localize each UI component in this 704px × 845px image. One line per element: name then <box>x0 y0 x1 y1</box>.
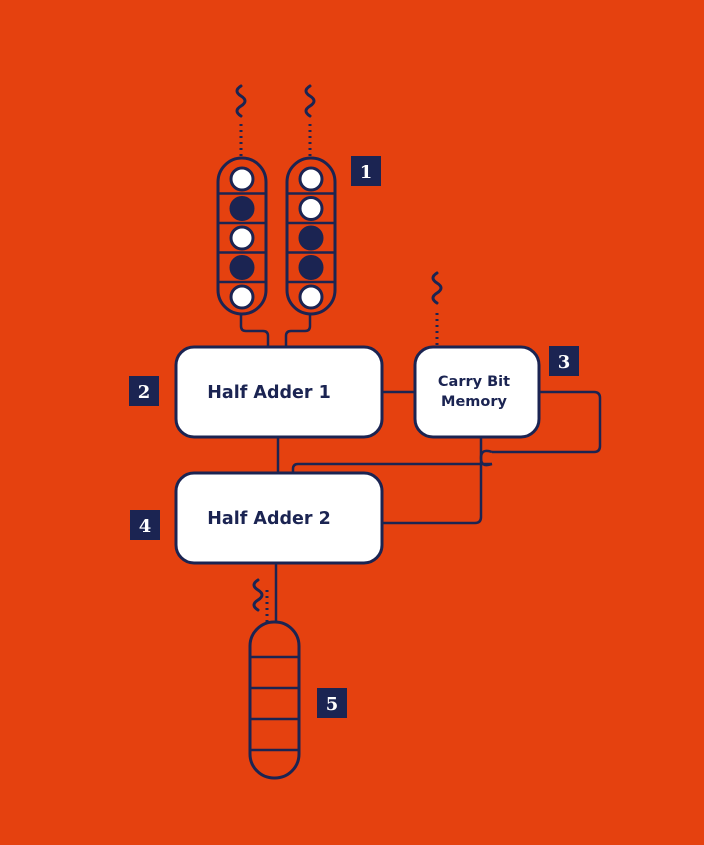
badge-2: 2 <box>129 376 159 406</box>
wire-input-a-to-ha1 <box>239 314 270 348</box>
connection-wires <box>239 314 602 624</box>
badge-4: 4 <box>130 510 160 540</box>
input-b-bit-5 <box>298 284 324 310</box>
input-a-squiggle-icon <box>235 84 247 118</box>
input-b-bit-4 <box>298 255 324 280</box>
input-b-register <box>285 156 337 316</box>
input-a-register <box>216 156 268 316</box>
input-b-bit-3 <box>298 225 324 251</box>
input-b-bit-2 <box>298 196 324 221</box>
wire-loop-to-ha2 <box>291 462 492 474</box>
carry-bit-memory-label-line2: Memory <box>441 394 507 410</box>
wire-carry-loop <box>492 390 602 454</box>
input-a-bit-1 <box>229 166 255 192</box>
stream-dotted-lines <box>239 124 439 622</box>
half-adder-2-block: Half Adder 2 <box>174 471 384 565</box>
input-b-bits <box>287 166 335 310</box>
input-a-bit-5 <box>229 284 255 310</box>
input-b-squiggle-icon <box>304 84 316 118</box>
badge-3-label: 3 <box>558 352 571 373</box>
half-adder-1-label: Half Adder 1 <box>207 383 331 403</box>
output-register <box>248 620 301 780</box>
output-cell-dividers <box>250 655 299 752</box>
carry-bit-memory-block: Carry Bit Memory <box>413 345 541 439</box>
wire-carry-to-ha2 <box>382 436 483 525</box>
input-a-bit-4 <box>229 255 255 280</box>
input-a-bit-2 <box>229 196 255 221</box>
carry-squiggle-icon <box>431 271 443 305</box>
half-adder-1-block: Half Adder 1 <box>174 345 384 439</box>
badge-5-label: 5 <box>326 694 339 715</box>
input-a-bit-3 <box>229 225 255 251</box>
output-squiggle-icon <box>252 578 264 612</box>
wire-input-b-to-ha1 <box>284 314 312 348</box>
badge-4-label: 4 <box>139 516 152 537</box>
badge-2-label: 2 <box>138 382 151 403</box>
badge-5: 5 <box>317 688 347 718</box>
input-a-bits <box>218 166 266 310</box>
badge-3: 3 <box>549 346 579 376</box>
carry-bit-memory-label-line1: Carry Bit <box>438 374 510 390</box>
half-adder-2-label: Half Adder 2 <box>207 509 331 529</box>
stream-squiggles <box>235 84 443 612</box>
badge-1: 1 <box>351 156 381 186</box>
badge-1-label: 1 <box>360 162 373 183</box>
input-b-bit-1 <box>298 166 324 192</box>
